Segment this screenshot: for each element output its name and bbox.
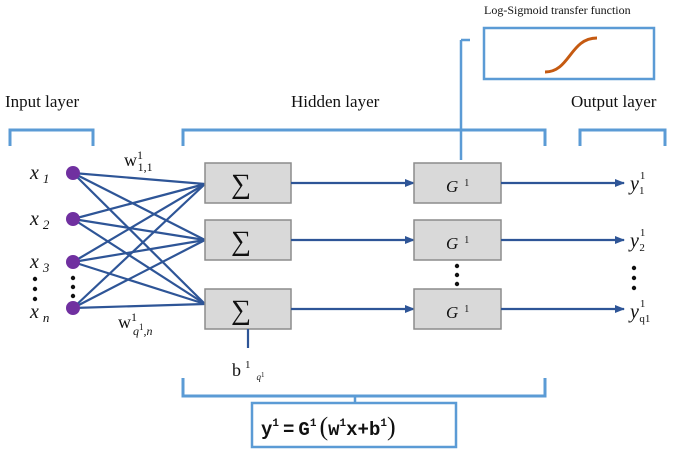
output-layer-bracket [578, 128, 667, 146]
sum-box-1 [204, 162, 292, 204]
formula-bracket [181, 378, 547, 398]
connection-line [72, 238, 206, 264]
connection-line [72, 260, 206, 306]
input-node [66, 166, 80, 180]
input-layer-title: Input layer [5, 92, 79, 111]
input-node [66, 301, 80, 315]
hidden-ellipsis [454, 263, 460, 287]
hidden-layer-bracket [181, 128, 547, 146]
formula-text: y1=G1(w1x+b1) [261, 412, 396, 441]
sigmoid-curve [544, 36, 598, 74]
input-node [66, 255, 80, 269]
input-node [66, 212, 80, 226]
input-layer-bracket [8, 128, 95, 146]
connection-line [72, 183, 206, 263]
input-connections [72, 171, 206, 310]
connection-line [72, 217, 206, 242]
connection-line [72, 182, 206, 221]
connection-line [72, 172, 206, 241]
output-ellipsis [631, 265, 637, 291]
activation-box-2 [413, 219, 502, 261]
sum-symbol-1: ∑ [231, 169, 251, 200]
connection-line [72, 218, 206, 305]
connection-line [72, 302, 206, 310]
connection-line [72, 239, 206, 309]
output-layer-title: Output layer [571, 92, 657, 111]
sum-box-2 [204, 219, 292, 261]
input-ellipsis-right [70, 275, 76, 299]
formula-box [250, 401, 458, 449]
input-ellipsis-left [32, 276, 38, 302]
transfer-function-box [482, 26, 656, 81]
connection-line [72, 172, 206, 305]
sum-symbol-2: ∑ [231, 226, 251, 257]
connection-line [72, 171, 206, 186]
transfer-function-title: Log-Sigmoid transfer function [484, 3, 631, 17]
sum-symbol-3: ∑ [231, 295, 251, 326]
hidden-layer-title: Hidden layer [291, 92, 380, 111]
connection-line [72, 183, 206, 309]
activation-box-3 [413, 288, 502, 330]
